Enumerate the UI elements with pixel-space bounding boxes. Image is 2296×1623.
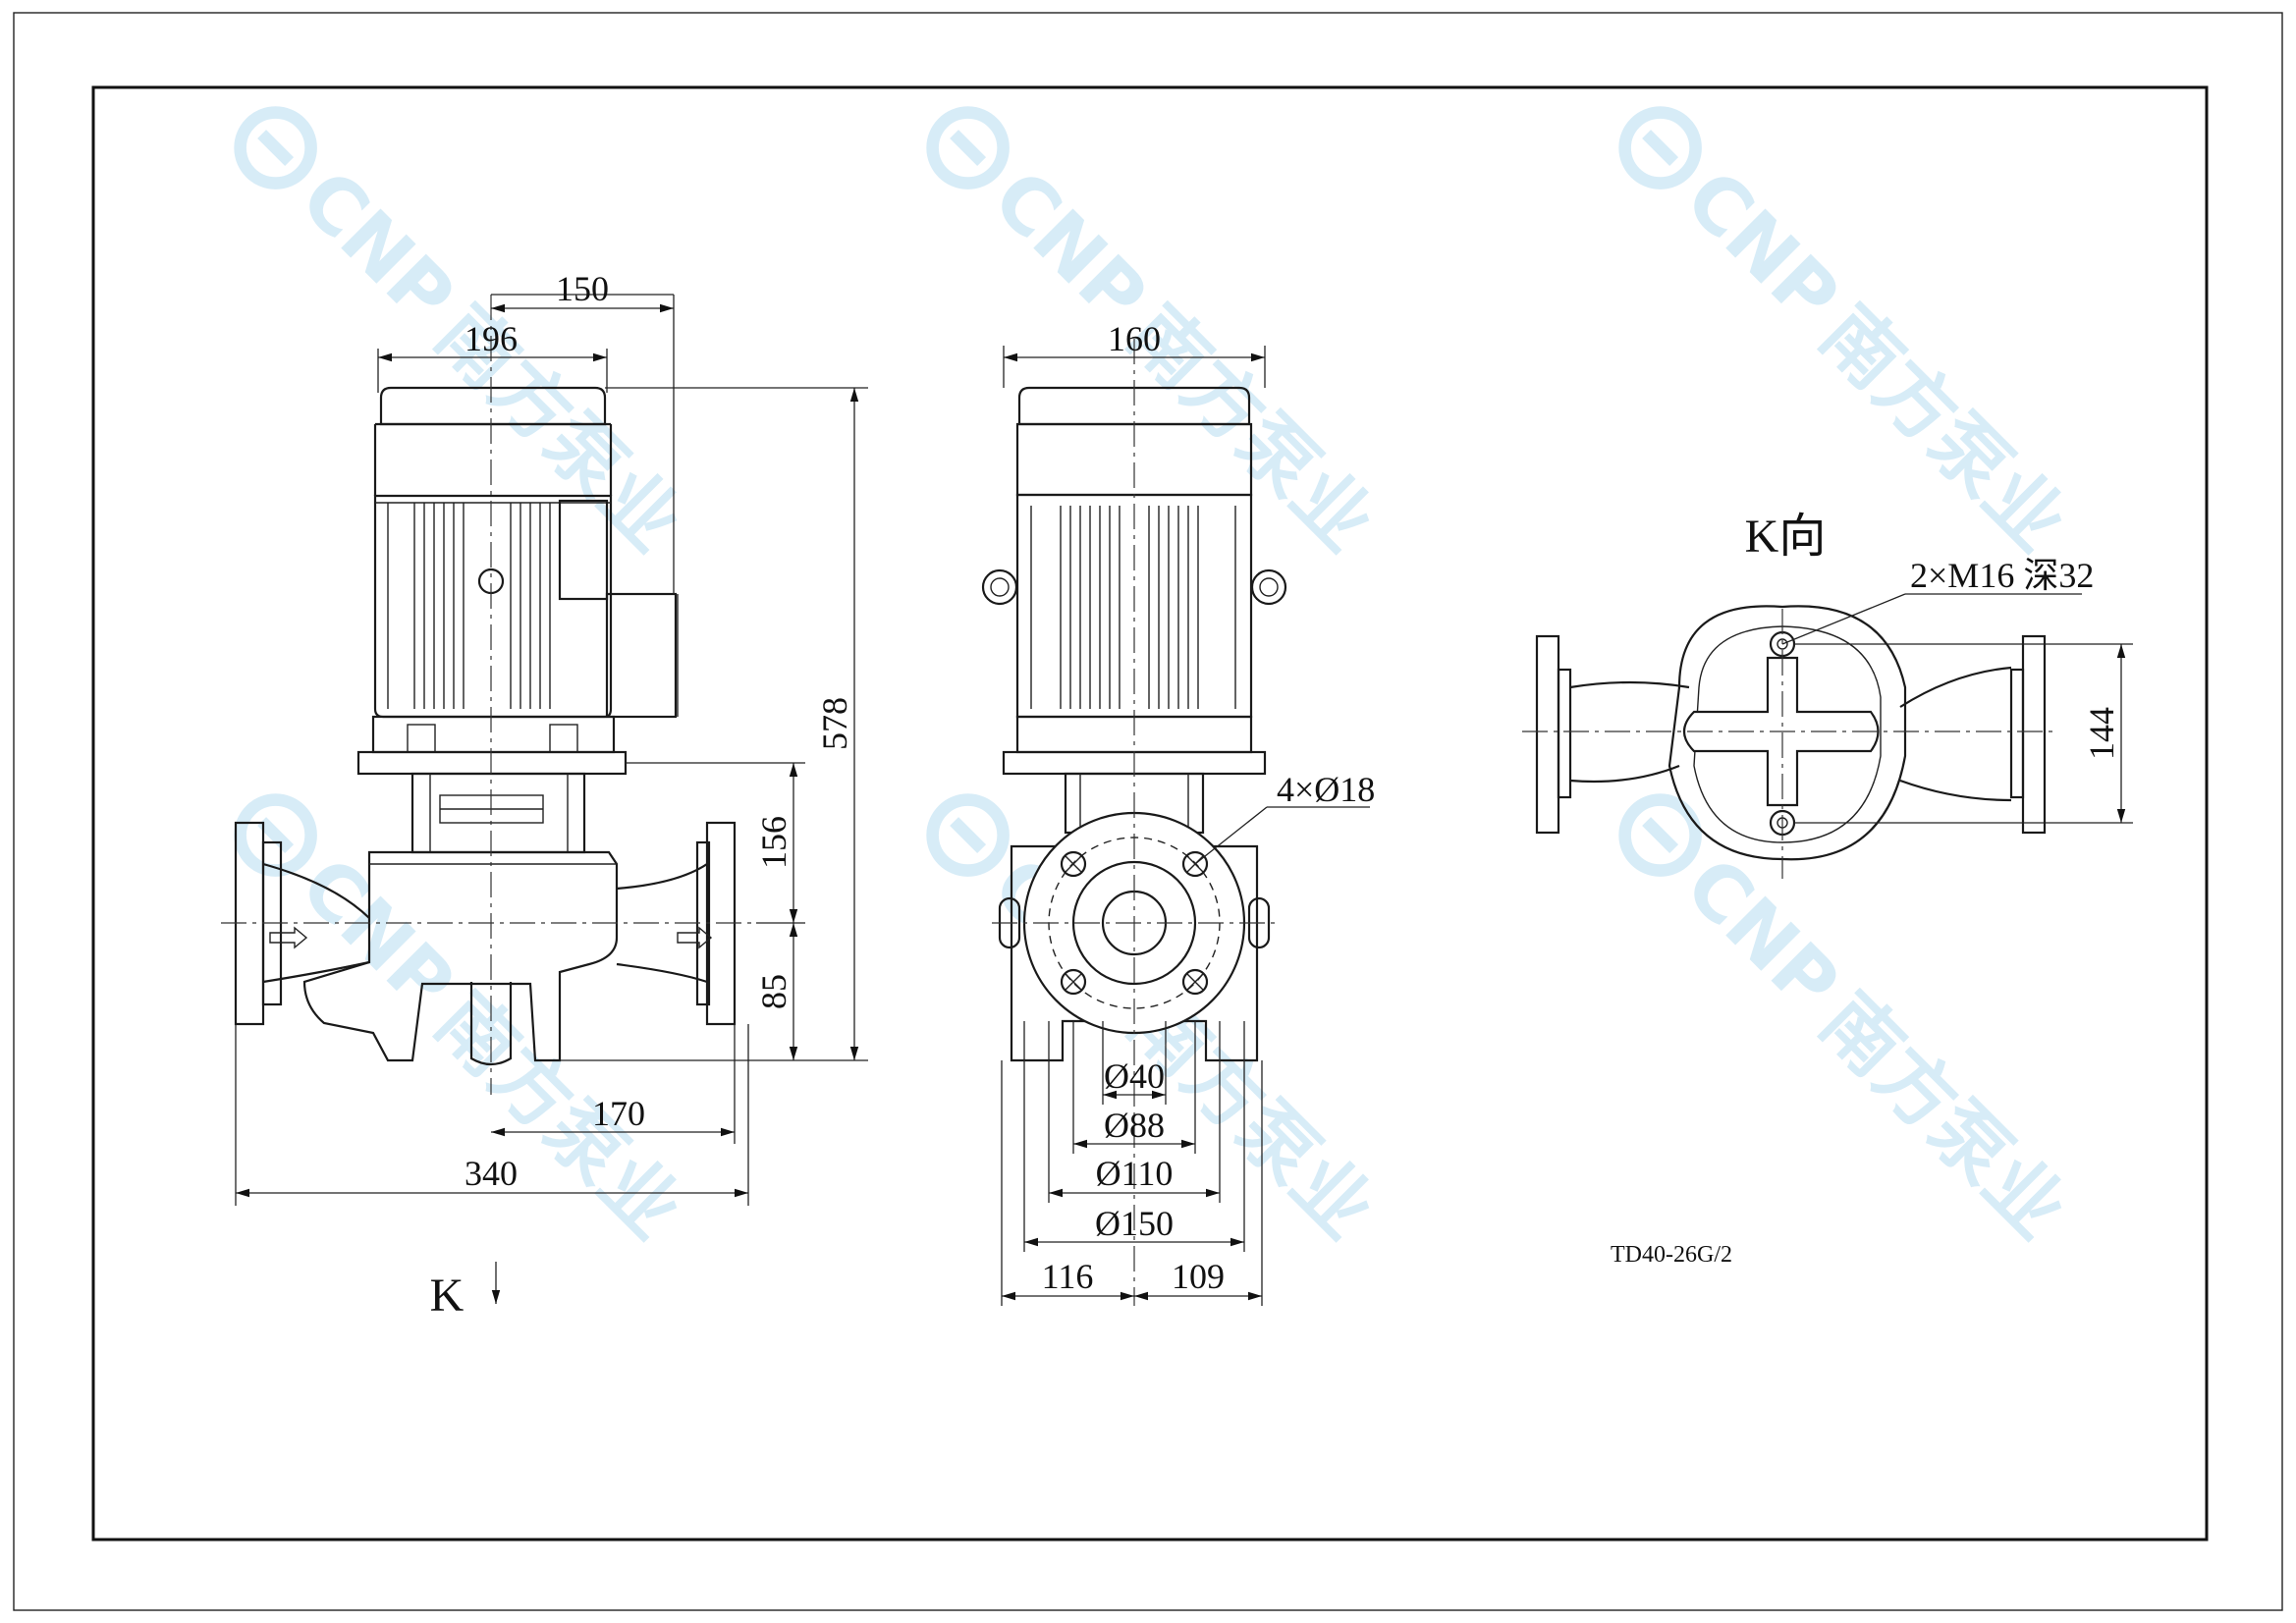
thread-note-label: 2×M16 深32 — [1910, 556, 2094, 595]
front-view-dimensions: 150 196 578 156 85 170 340 K — [235, 269, 868, 1322]
front-view — [221, 295, 756, 1095]
watermark-company: 南方泵业 — [418, 290, 697, 568]
dim-196-label: 196 — [465, 319, 518, 358]
dim-170-label: 170 — [592, 1094, 645, 1133]
cnp-logo-icon — [1611, 785, 1711, 886]
k-view-title: K向 — [1745, 511, 1827, 563]
model-code: TD40-26G/2 — [1611, 1242, 1732, 1268]
dim-578-label: 578 — [815, 697, 854, 750]
watermark-brand: CNP — [1667, 154, 1855, 342]
cnp-logo-icon — [918, 98, 1018, 198]
dim-109-label: 109 — [1172, 1257, 1225, 1296]
watermark-company: 南方泵业 — [1803, 290, 2082, 568]
cnp-logo-icon — [1611, 98, 1711, 198]
dim-160-label: 160 — [1108, 319, 1161, 358]
watermark-company: 南方泵业 — [418, 977, 697, 1256]
cnp-logo-icon — [226, 98, 326, 198]
dim-340-label: 340 — [465, 1154, 518, 1193]
dim-85-label: 85 — [754, 974, 793, 1009]
dim-144-label: 144 — [2082, 707, 2121, 760]
k-view: K向 — [1522, 511, 2057, 879]
dia-88-label: Ø88 — [1104, 1106, 1165, 1145]
dia-150-label: Ø150 — [1095, 1204, 1174, 1243]
cnp-logo-icon — [918, 785, 1018, 886]
dim-156-label: 156 — [754, 816, 793, 869]
bolt-holes-label: 4×Ø18 — [1277, 770, 1375, 809]
k-view-dimensions: 2×M16 深32 144 — [1781, 556, 2133, 824]
watermark-brand: CNP — [283, 841, 470, 1029]
outer-border — [13, 12, 2283, 1611]
watermark-brand: CNP — [1667, 841, 1855, 1029]
dia-40-label: Ø40 — [1104, 1056, 1165, 1096]
dia-110-label: Ø110 — [1096, 1154, 1174, 1193]
dim-150-label: 150 — [556, 269, 609, 308]
cnp-logo-icon — [226, 785, 326, 886]
watermark-company: 南方泵业 — [1803, 977, 2082, 1256]
watermark-brand: CNP — [975, 154, 1163, 342]
dim-116-label: 116 — [1042, 1257, 1094, 1296]
side-view-dimensions: 160 4×Ø18 Ø40 Ø88 Ø110 Ø150 116 109 — [1001, 319, 1375, 1306]
watermark-brand: CNP — [283, 154, 470, 342]
view-marker-k: K — [430, 1270, 465, 1322]
drawing-frame — [91, 85, 2209, 1542]
